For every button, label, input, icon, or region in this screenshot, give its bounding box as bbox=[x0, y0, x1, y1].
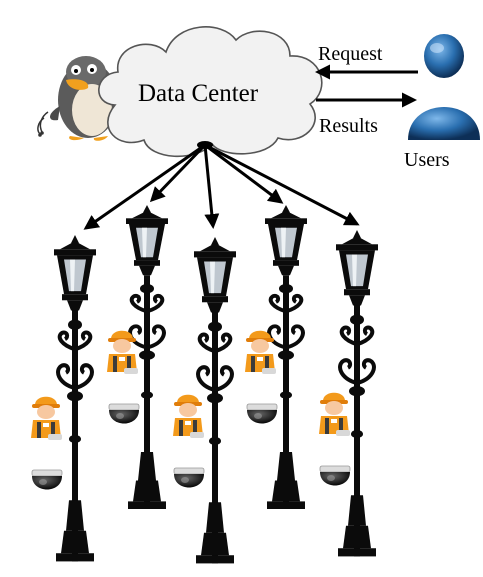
dome-camera-icon bbox=[31, 469, 63, 490]
hub-point bbox=[197, 141, 213, 149]
dome-camera-icon bbox=[246, 403, 278, 424]
request-label: Request bbox=[318, 43, 383, 65]
dome-camera-icon bbox=[108, 403, 140, 424]
dome-camera-icon bbox=[173, 467, 205, 488]
dome-camera-icon bbox=[319, 465, 351, 486]
worker-icon bbox=[31, 396, 62, 440]
street-lamp-icon bbox=[194, 237, 236, 563]
arrow-to-lamp-5 bbox=[204, 143, 360, 226]
worker-icon bbox=[173, 394, 204, 438]
street-lamp-icon bbox=[54, 235, 96, 561]
users-label: Users bbox=[404, 149, 450, 171]
data-center-label: Data Center bbox=[138, 80, 259, 107]
arrow-to-lamp-1 bbox=[83, 143, 206, 230]
arrow-to-lamp-2 bbox=[149, 143, 207, 203]
arrow-to-lamp-3 bbox=[203, 144, 220, 229]
arrow-to-lamp-4 bbox=[204, 143, 284, 204]
street-lamp-icon bbox=[336, 230, 378, 556]
user-icon bbox=[408, 34, 480, 140]
distribution-arrows bbox=[83, 143, 360, 230]
worker-icon bbox=[319, 392, 350, 436]
results-label: Results bbox=[319, 115, 378, 137]
